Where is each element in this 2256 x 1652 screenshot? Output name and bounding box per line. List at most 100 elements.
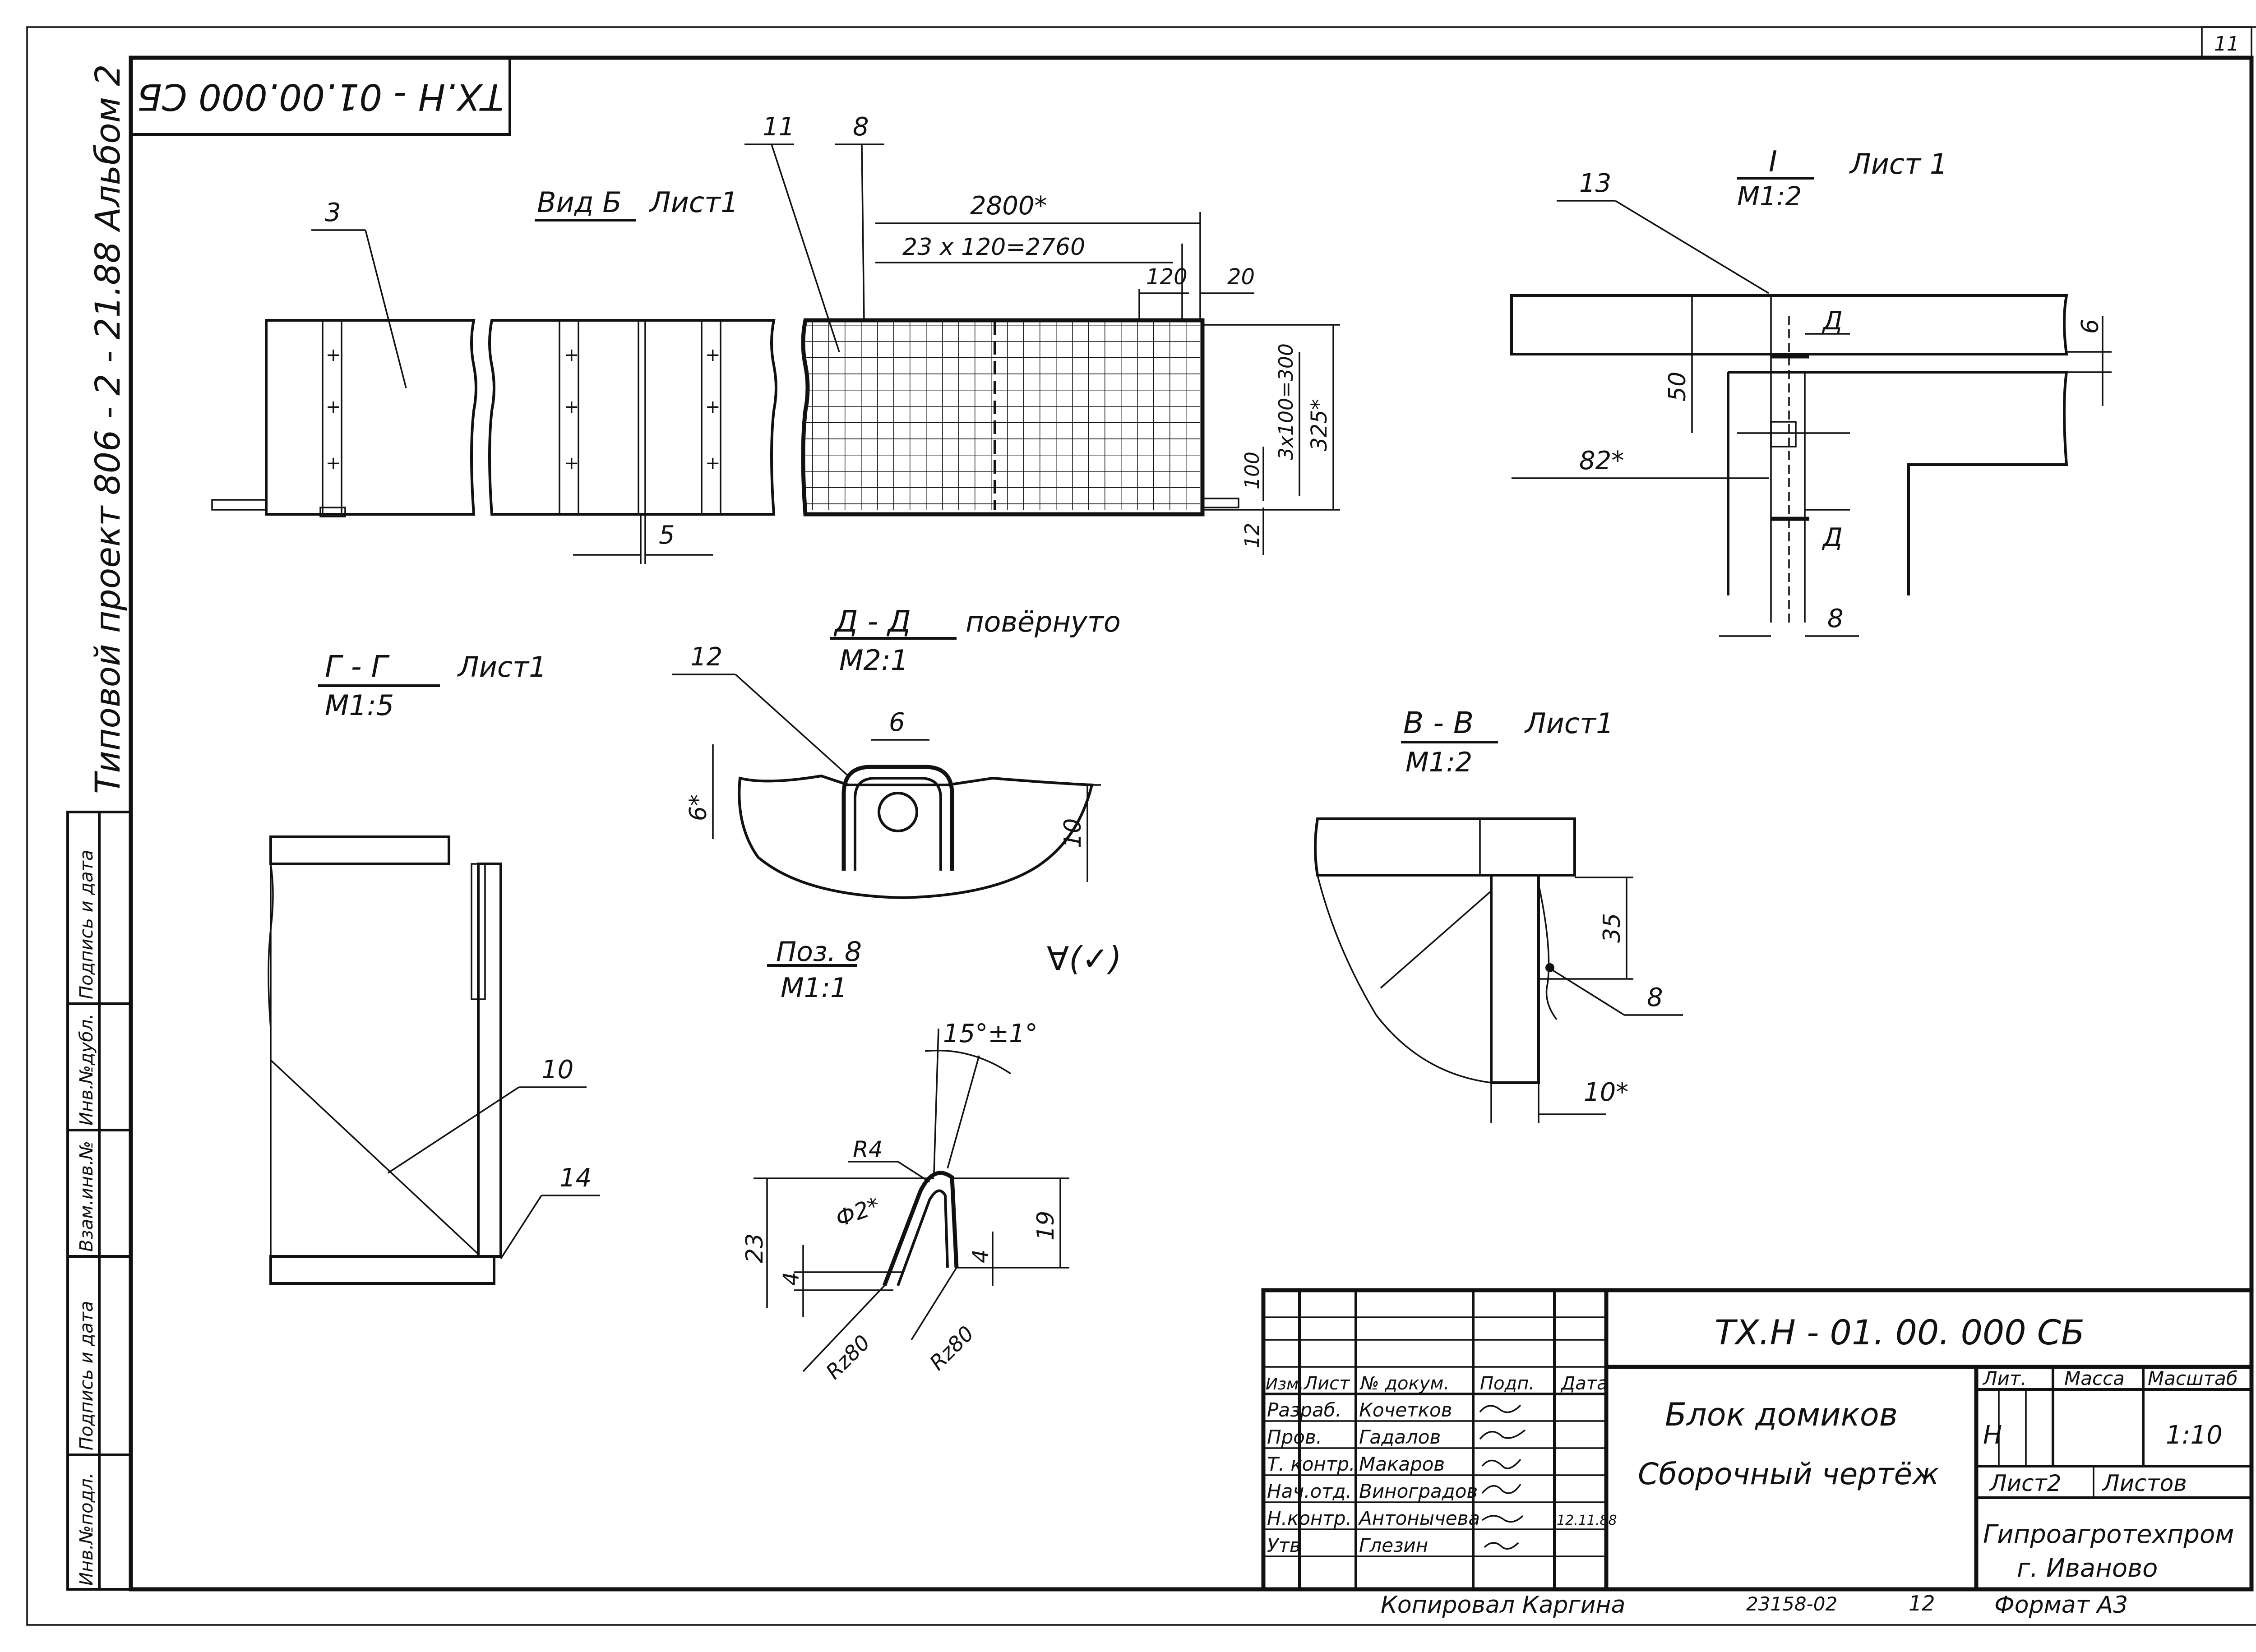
margin-col-3: Взам.инв.№ <box>76 1141 97 1252</box>
roughness-2: Rz80 <box>925 1321 979 1375</box>
tb-role-1: Разраб. <box>1267 1399 1341 1421</box>
svg-text:+: + <box>564 453 579 474</box>
section-gg: Г - Г М1:5 Лист1 10 14 <box>268 649 600 1285</box>
title-block: Изм. Лист № докум. Подп. Дата Разраб. Ко… <box>1261 1288 2254 1592</box>
section-dd-suffix: повёрнуто <box>966 605 1121 638</box>
tb-code: ТХ.Н - 01. 00. 000 СБ <box>1715 1312 2085 1352</box>
tb-head-list: Лист <box>1303 1373 1350 1394</box>
tb-role-5: Н.контр. <box>1267 1507 1352 1529</box>
tb-scale-value: 1:10 <box>2166 1421 2223 1450</box>
sheet-number: 11 <box>2214 32 2239 55</box>
svg-text:+: + <box>326 453 341 474</box>
callout-10: 10 <box>541 1055 573 1084</box>
svg-text:+: + <box>564 397 579 417</box>
dim-vertical-grid: 3x100=300 <box>1275 343 1298 460</box>
side-margin-table: Инв.№подл. Подпись и дата Взам.инв.№ Инв… <box>66 811 132 1591</box>
tb-name-line2: Сборочный чертёж <box>1638 1457 1939 1491</box>
margin-col-1: Инв.№подл. <box>76 1472 97 1586</box>
tb-role-4: Нач.отд. <box>1267 1480 1352 1502</box>
tb-org-line1: Гипроагротехпром <box>1983 1520 2234 1549</box>
callout-11: 11 <box>763 112 795 142</box>
callout-14: 14 <box>559 1163 592 1193</box>
section-gg-title: Г - Г <box>325 649 390 684</box>
detail-i-sheet-ref: Лист 1 <box>1849 148 1947 180</box>
margin-col-2: Подпись и дата <box>76 1301 97 1450</box>
detail-i-dim-offset: 82* <box>1579 446 1624 475</box>
tb-name-3: Макаров <box>1359 1453 1445 1475</box>
callout-8: 8 <box>853 112 869 142</box>
tb-head-izm: Изм. <box>1266 1375 1304 1394</box>
tb-name-2: Гадалов <box>1359 1426 1441 1448</box>
tb-head-doc: № докум. <box>1359 1373 1449 1394</box>
detail-i: I М1:2 Лист 1 13 50 82* 6 8 Д Д <box>1510 145 2112 637</box>
section-dd-title: Д - Д <box>833 604 911 639</box>
roughness-1: Rz80 <box>821 1330 875 1384</box>
tb-role-3: Т. контр. <box>1267 1453 1355 1475</box>
svg-text:+: + <box>705 345 721 365</box>
pos8-h1: 23 <box>741 1233 768 1263</box>
pos8-leg1: 4 <box>779 1272 804 1286</box>
view-b: Вид Б Лист1 + + + 3 + + + + + + 5 <box>211 112 1340 564</box>
stamp-code: ТХ.Н - 01.00.000 СБ <box>137 76 504 118</box>
callout-12: 12 <box>690 642 722 672</box>
margin-col-5: Подпись и дата <box>76 850 97 999</box>
section-vv-sheet-ref: Лист1 <box>1524 707 1614 740</box>
dim-bottom-pitch: 100 <box>1241 452 1264 489</box>
tb-role-2: Пров. <box>1267 1426 1322 1448</box>
project-line: Типовой проект 806 - 2 - 21.88 Альбом 2 <box>88 64 128 794</box>
svg-text:+: + <box>705 397 721 417</box>
surface-mark: ∀(✓) <box>1047 940 1122 978</box>
tb-role-6: Утв <box>1267 1534 1301 1556</box>
dim-height: 325* <box>1307 399 1332 451</box>
callout-8b: 8 <box>1647 983 1663 1012</box>
footer-inventory: 23158-02 <box>1746 1593 1837 1615</box>
inner-frame <box>129 55 2254 1592</box>
detail-i-dim-width: 8 <box>1827 604 1844 633</box>
detail-i-scale: М1:2 <box>1737 181 1802 212</box>
tb-org-line2: г. Иваново <box>2017 1554 2158 1583</box>
section-gg-sheet-ref: Лист1 <box>457 651 547 683</box>
tb-sheets-label: Листов <box>2102 1470 2187 1496</box>
section-gg-scale: М1:5 <box>325 689 394 722</box>
pos8-title: Поз. 8 <box>776 936 862 968</box>
margin-col-4: Инв.№дубл. <box>76 1014 97 1126</box>
stamp-code-box <box>129 56 511 136</box>
tb-name-1: Кочетков <box>1359 1399 1452 1421</box>
svg-text:+: + <box>326 397 341 417</box>
svg-text:+: + <box>705 453 721 474</box>
footer-page: 12 <box>1909 1591 1935 1615</box>
pos8-radius: R4 <box>853 1136 883 1163</box>
pos8-dia: Ф2* <box>832 1192 883 1232</box>
tb-lit-label: Лит. <box>1982 1367 2027 1389</box>
pos8-scale: М1:1 <box>781 972 847 1004</box>
dim-overall: 2800* <box>970 191 1047 221</box>
outer-frame <box>26 26 2256 1626</box>
tb-name-5: Антонычева <box>1358 1507 1480 1529</box>
dim-gap: 5 <box>659 521 675 550</box>
tb-head-sign: Подп. <box>1480 1373 1535 1394</box>
footer-copied: Копировал Каргина <box>1381 1592 1625 1619</box>
section-vv-dim-height: 35 <box>1599 913 1626 943</box>
detail-i-dim-thick: 6 <box>2077 319 2104 334</box>
pos8-leg2: 4 <box>968 1249 994 1263</box>
section-dd: Д - Д М2:1 повёрнуто 12 6 6* 10 <box>672 604 1121 900</box>
tb-name-line1: Блок домиков <box>1665 1396 1898 1433</box>
section-vv-dim-width: 10* <box>1584 1078 1628 1107</box>
section-dd-dim-height: 10 <box>1059 818 1086 848</box>
tb-mass-label: Масса <box>2064 1367 2125 1389</box>
view-b-sheet-ref: Лист1 <box>649 186 739 219</box>
section-vv-scale: М1:2 <box>1405 747 1472 778</box>
svg-text:+: + <box>564 345 579 365</box>
dim-pitch: 120 <box>1146 264 1188 290</box>
dim-strip: 12 <box>1241 523 1264 548</box>
tb-name-4: Виноградов <box>1359 1480 1478 1502</box>
section-dd-dim-depth: 6* <box>685 794 712 821</box>
footer-format: Формат А3 <box>1994 1592 2128 1619</box>
section-mark-d-bottom: Д <box>1821 523 1843 552</box>
tb-scale-label: Масштаб <box>2148 1367 2238 1389</box>
tb-lit-value: Н <box>1983 1421 2002 1450</box>
section-dd-scale: М2:1 <box>839 644 908 677</box>
tb-sheet-label: Лист2 <box>1989 1470 2062 1496</box>
section-mark-d-top: Д <box>1821 306 1843 336</box>
